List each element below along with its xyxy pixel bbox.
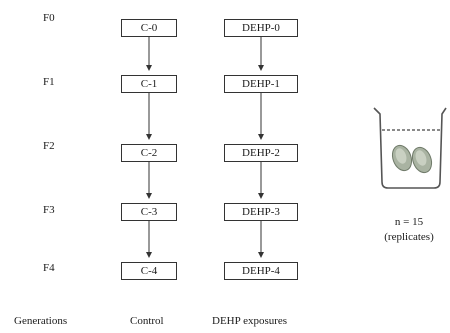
dehp-box-0: DEHP-0 <box>224 19 298 37</box>
footer-control-label: Control <box>130 315 164 327</box>
control-box-c2: C-2 <box>121 144 177 162</box>
dehp-box-4: DEHP-4 <box>224 262 298 280</box>
control-box-c1: C-1 <box>121 75 177 93</box>
beaker-with-daphnia-icon <box>373 107 447 189</box>
dehp-box-2: DEHP-2 <box>224 144 298 162</box>
dehp-box-1: DEHP-1 <box>224 75 298 93</box>
control-box-c3: C-3 <box>121 203 177 221</box>
dehp-box-3: DEHP-3 <box>224 203 298 221</box>
footer-generations-label: Generations <box>14 315 68 327</box>
generation-label-f2: F2 <box>43 140 55 152</box>
replicates-count: n = 15 <box>394 216 424 228</box>
footer-dehp-label: DEHP exposures <box>212 315 288 327</box>
generation-label-f4: F4 <box>43 262 55 274</box>
generation-label-f1: F1 <box>43 76 55 88</box>
generation-label-f0: F0 <box>43 12 55 24</box>
control-box-c4: C-4 <box>121 262 177 280</box>
control-box-c0: C-0 <box>121 19 177 37</box>
generation-label-f3: F3 <box>43 204 55 216</box>
replicates-label: (replicates) <box>384 231 434 243</box>
